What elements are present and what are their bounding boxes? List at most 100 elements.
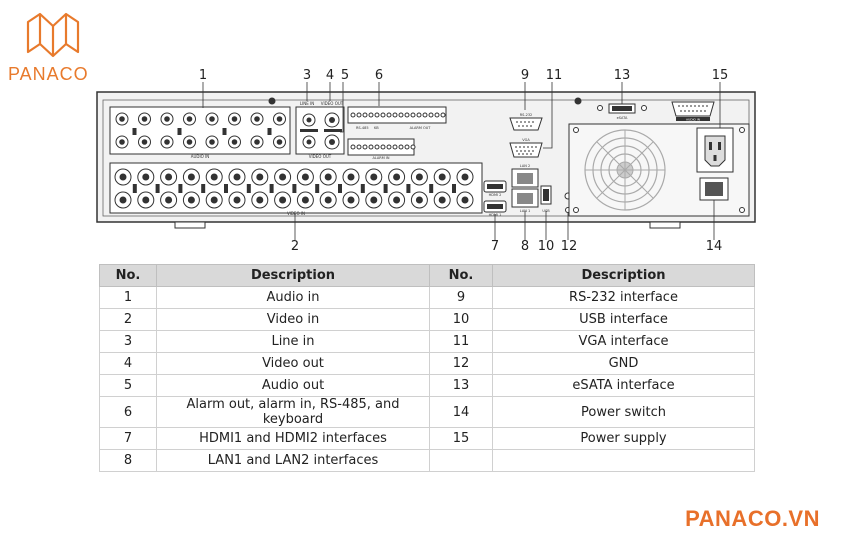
- line-in-label: LINE IN: [300, 101, 314, 106]
- callout-14: 14: [705, 239, 723, 254]
- table-cell-no1: 3: [99, 330, 157, 353]
- callout-15: 15: [711, 68, 729, 83]
- header-description-2: Description: [492, 264, 755, 287]
- audio-in-block: [109, 106, 291, 155]
- hdmi2-label: HDMI 2: [489, 193, 502, 197]
- rs232-label: RS-232: [520, 113, 533, 117]
- terminal-pin: [374, 112, 380, 118]
- table-cell-desc2: RS-232 interface: [492, 286, 755, 309]
- callout-6: 6: [374, 68, 384, 83]
- kb-label: KB: [374, 126, 379, 130]
- callout-9: 9: [520, 68, 530, 83]
- callout-5: 5: [340, 68, 350, 83]
- table-cell-desc1: Line in: [156, 330, 430, 353]
- alarm-out-label: ALARM OUT: [410, 126, 432, 130]
- terminal-pin: [350, 112, 356, 118]
- header-description-1: Description: [156, 264, 430, 287]
- rs485-label: RS-485: [356, 126, 369, 130]
- terminal-pin: [350, 144, 356, 150]
- table-cell-desc2: eSATA interface: [492, 374, 755, 397]
- table-cell-no2: 15: [429, 427, 493, 450]
- terminal-pin: [398, 144, 404, 150]
- audio-in-connectors: [115, 112, 286, 149]
- rear-panel-diagram: AUDIO IN LINE IN VIDEO OUT VIDEO OUT RS-…: [96, 82, 756, 240]
- callout-13: 13: [613, 68, 631, 83]
- callout-7: 7: [490, 239, 500, 254]
- terminal-pin: [422, 112, 428, 118]
- terminal-pin: [416, 112, 422, 118]
- terminal-pin: [368, 144, 374, 150]
- book-logo-icon: [26, 12, 80, 58]
- audio-in2-label: AUDIO IN: [686, 118, 700, 122]
- vga-label: VGA: [522, 138, 530, 142]
- terminal-pin: [410, 112, 416, 118]
- screw-left: [268, 97, 276, 105]
- terminal-pin: [386, 144, 392, 150]
- callout-2: 2: [290, 239, 300, 254]
- table-cell-no1: 7: [99, 427, 157, 450]
- terminal-pin: [368, 112, 374, 118]
- table-cell-desc2: GND: [492, 352, 755, 375]
- callout-8: 8: [520, 239, 530, 254]
- table-cell-desc1: LAN1 and LAN2 interfaces: [156, 449, 430, 472]
- table-cell-no1: 6: [99, 396, 157, 428]
- foot-right: [649, 221, 681, 229]
- header-no-1: No.: [99, 264, 157, 287]
- terminal-block-bottom: [347, 138, 416, 156]
- table-cell-desc1: Video out: [156, 352, 430, 375]
- table-cell-desc1: Alarm out, alarm in, RS-485, and keyboar…: [156, 396, 430, 428]
- terminal-pin: [398, 112, 404, 118]
- terminal-pin: [362, 144, 368, 150]
- callout-10: 10: [537, 239, 555, 254]
- table-cell-desc1: Audio out: [156, 374, 430, 397]
- screw-right: [574, 97, 582, 105]
- table-cell-no2: 13: [429, 374, 493, 397]
- terminal-pin: [440, 112, 446, 118]
- header-no-2: No.: [429, 264, 493, 287]
- terminal-pin: [428, 112, 434, 118]
- audio-in-label: AUDIO IN: [191, 154, 210, 159]
- logo-text: PANACO: [8, 64, 89, 84]
- rs232-port: [509, 117, 543, 131]
- terminal-bottom-pins: [350, 144, 416, 150]
- terminal-pin: [434, 112, 440, 118]
- table-cell-no1: 2: [99, 308, 157, 331]
- panaco-logo: PANACO: [6, 10, 96, 85]
- table-cell-no1: 4: [99, 352, 157, 375]
- esata-label: eSATA: [617, 116, 628, 120]
- table-cell-desc2: VGA interface: [492, 330, 755, 353]
- alarm-in-label: ALARM IN: [372, 156, 389, 160]
- terminal-pin: [380, 144, 386, 150]
- terminal-pin: [410, 144, 416, 150]
- video-in-label: VIDEO IN: [287, 211, 305, 216]
- table-cell-desc2: USB interface: [492, 308, 755, 331]
- terminal-pin: [356, 144, 362, 150]
- table-cell-desc1: Video in: [156, 308, 430, 331]
- terminal-pin: [404, 112, 410, 118]
- terminal-pin: [374, 144, 380, 150]
- callout-12: 12: [560, 239, 578, 254]
- terminal-pin: [392, 144, 398, 150]
- table-cell-desc1: Audio in: [156, 286, 430, 309]
- terminal-block-top: [347, 106, 447, 124]
- leader-lines: [202, 82, 721, 240]
- terminal-top-pins: [350, 112, 446, 118]
- callout-3: 3: [302, 68, 312, 83]
- vga-port: [509, 142, 543, 158]
- table-cell-desc2: [492, 449, 755, 472]
- terminal-pin: [386, 112, 392, 118]
- table-header-row: No. Description No. Description: [99, 264, 755, 287]
- table-cell-desc2: Power switch: [492, 396, 755, 428]
- table-cell-no2: 12: [429, 352, 493, 375]
- table-cell-no1: 5: [99, 374, 157, 397]
